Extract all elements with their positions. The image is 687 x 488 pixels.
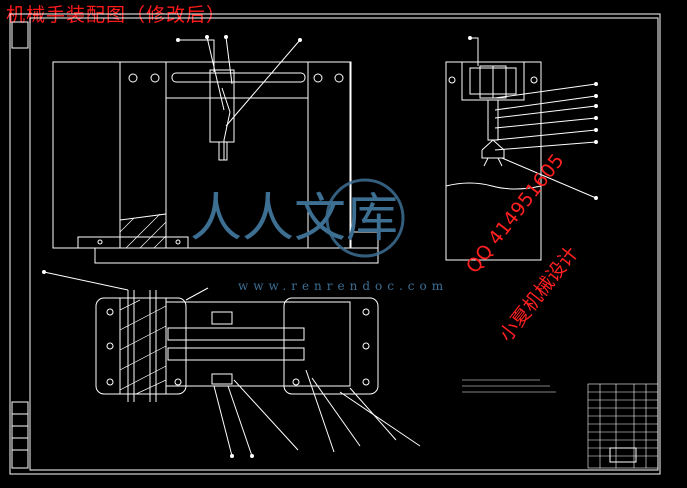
top-view xyxy=(42,270,421,458)
watermark-logo: 人人文库 xyxy=(190,189,399,249)
front-view xyxy=(52,35,379,264)
side-view xyxy=(445,36,598,261)
binding-strip-box-top xyxy=(11,21,29,49)
title-block xyxy=(462,379,659,469)
watermark-circle xyxy=(325,178,405,258)
binding-strip-box-bottom xyxy=(11,401,29,469)
drawing-border xyxy=(9,13,661,475)
watermark-site: www.renrendoc.com xyxy=(238,279,449,293)
inner-border xyxy=(29,17,659,471)
drawing-title: 机械手装配图（修改后） xyxy=(6,4,227,26)
